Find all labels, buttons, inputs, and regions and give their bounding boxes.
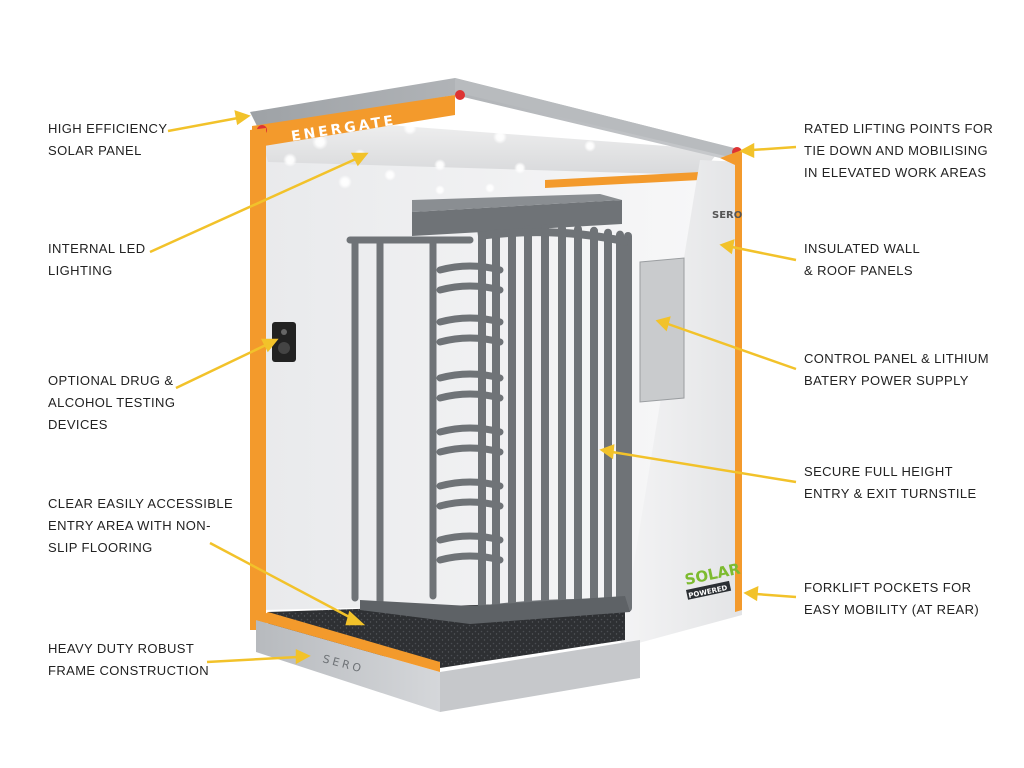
- callout-drug-testing: OPTIONAL DRUG & ALCOHOL TESTING DEVICES: [48, 373, 176, 432]
- left-post: [250, 128, 266, 630]
- lifting-point: [455, 90, 465, 100]
- front-header: [252, 95, 455, 148]
- drug-testing-device: [272, 322, 296, 362]
- ceiling: [255, 115, 720, 175]
- turnstile-base-plate: [360, 596, 630, 624]
- sero-wall-logo: SERO: [712, 210, 742, 221]
- callout-frame: HEAVY DUTY ROBUST FRAME CONSTRUCTION: [48, 641, 210, 678]
- right-wall-panel: [620, 160, 742, 648]
- turnstile-top-ring: [477, 228, 629, 246]
- control-panel-box: [639, 257, 685, 403]
- turnstile-cage: [478, 224, 632, 612]
- callout-insulated-panels: INSULATED WALL & ROOF PANELS: [804, 241, 921, 278]
- orange-rail-rear: [545, 172, 700, 188]
- right-post: [720, 150, 742, 612]
- base-front: [256, 620, 440, 712]
- base-side: [440, 640, 640, 712]
- callout-turnstile: SECURE FULL HEIGHT ENTRY & EXIT TURNSTIL…: [804, 464, 977, 501]
- turnstile-rear-frame: [346, 236, 474, 606]
- callout-entry-area: CLEAR EASILY ACCESSIBLE ENTRY AREA WITH …: [48, 496, 234, 555]
- callout-led-lighting: INTERNAL LED LIGHTING: [48, 241, 146, 278]
- callout-lifting-points: RATED LIFTING POINTS FOR TIE DOWN AND MO…: [804, 121, 994, 180]
- callout-arrows: [149, 110, 797, 665]
- callout-forklift-pockets: FORKLIFT POCKETS FOR EASY MOBILITY (AT R…: [804, 580, 980, 617]
- roof-panel: [250, 78, 742, 158]
- callout-control-panel: CONTROL PANEL & LITHIUM BATERY POWER SUP…: [804, 351, 989, 388]
- callout-solar-panel: HIGH EFFICIENCY SOLAR PANEL: [48, 121, 168, 158]
